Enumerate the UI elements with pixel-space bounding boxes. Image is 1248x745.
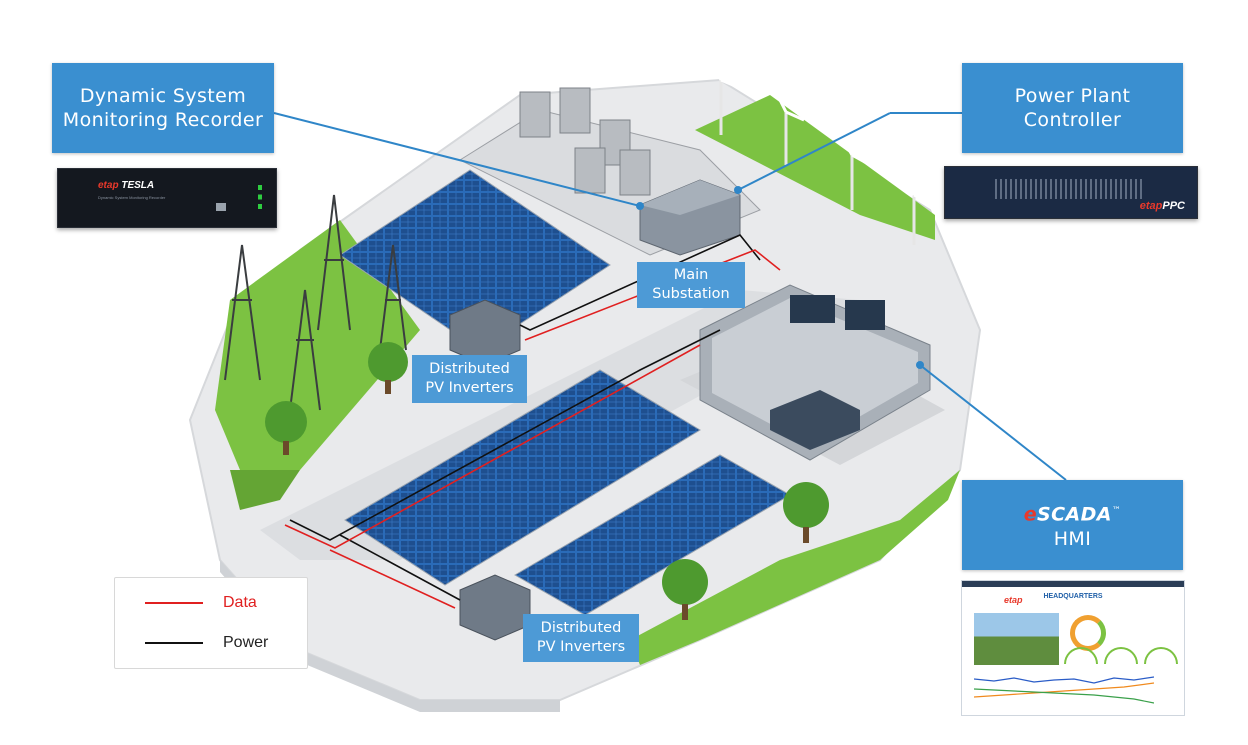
- tesla-status-leds: [258, 185, 262, 209]
- escada-callout-line2: HMI: [1053, 527, 1092, 550]
- inverter-sheds: [449, 299, 531, 641]
- control-room-building: [699, 284, 931, 461]
- hmi-title: HEADQUARTERS: [1043, 593, 1103, 600]
- trees: [265, 342, 829, 620]
- main-substation-line1: Main: [673, 267, 709, 283]
- main-substation-label: Main Substation: [637, 262, 745, 308]
- tesla-model: TESLA: [121, 180, 155, 191]
- wind-turbines: [708, 57, 933, 245]
- ppc-port-grid: [995, 179, 1145, 199]
- tesla-recorder-device: etap TESLA Dynamic System Monitoring Rec…: [57, 168, 277, 228]
- dsmr-callout: Dynamic System Monitoring Recorder: [52, 63, 274, 153]
- pv-inverters-top-line2: PV Inverters: [425, 380, 514, 396]
- hmi-screenshot: etap HEADQUARTERS: [961, 580, 1185, 716]
- ppc-callout: Power Plant Controller: [962, 63, 1183, 153]
- legend-data-label: Data: [223, 594, 257, 611]
- power-lines: [289, 234, 761, 601]
- ppc-model: PPC: [1162, 200, 1185, 212]
- legend-data-row: Data: [145, 594, 257, 612]
- pv-inverters-bottom-line2: PV Inverters: [536, 639, 626, 655]
- ppc-callout-line1: Power Plant: [1014, 85, 1131, 107]
- ppc-callout-line2: Controller: [1023, 109, 1122, 131]
- main-substation-line2: Substation: [652, 286, 730, 302]
- hmi-topbar: [962, 581, 1184, 587]
- escada-brand-rest: SCADA: [1037, 503, 1112, 526]
- hmi-gauge-3: [1144, 647, 1178, 664]
- substation-yard: [458, 87, 761, 256]
- legend: Data Power: [114, 577, 308, 669]
- pv-inverters-bottom-line1: Distributed: [540, 620, 622, 636]
- legend-power-label: Power: [223, 634, 269, 651]
- hmi-donut-gauge: [1070, 615, 1106, 651]
- escada-brand: eSCADA™: [1024, 499, 1122, 526]
- hmi-logo: etap: [1004, 595, 1023, 605]
- tesla-subtitle: Dynamic System Monitoring Recorder: [98, 195, 166, 200]
- dsmr-callout-line2: Monitoring Recorder: [62, 109, 264, 131]
- transmission-towers: [224, 194, 407, 411]
- legend-power-row: Power: [145, 634, 268, 652]
- solar-arrays: [339, 169, 791, 616]
- escada-callout: eSCADA™ HMI: [962, 480, 1183, 570]
- pv-inverters-bottom-label: Distributed PV Inverters: [523, 614, 639, 662]
- legend-data-swatch: [145, 602, 203, 604]
- pv-inverters-top-line1: Distributed: [429, 361, 510, 377]
- ppc-controller-device: etapPPC: [944, 166, 1198, 219]
- hmi-trend-chart: [974, 676, 1154, 704]
- tesla-port: [216, 203, 226, 211]
- hmi-gauge-2: [1104, 647, 1138, 664]
- tesla-brand: etap: [98, 180, 119, 191]
- dsmr-callout-line1: Dynamic System: [79, 85, 247, 107]
- escada-tm: ™: [1111, 506, 1122, 517]
- pv-inverters-top-label: Distributed PV Inverters: [412, 355, 527, 403]
- callout-connectors: [273, 112, 1067, 481]
- data-lines: [284, 249, 781, 609]
- hmi-photo: [974, 613, 1059, 665]
- legend-power-swatch: [145, 642, 203, 644]
- ppc-brand: etap: [1139, 200, 1163, 212]
- escada-brand-e: e: [1023, 503, 1038, 526]
- grass-areas: [215, 95, 960, 665]
